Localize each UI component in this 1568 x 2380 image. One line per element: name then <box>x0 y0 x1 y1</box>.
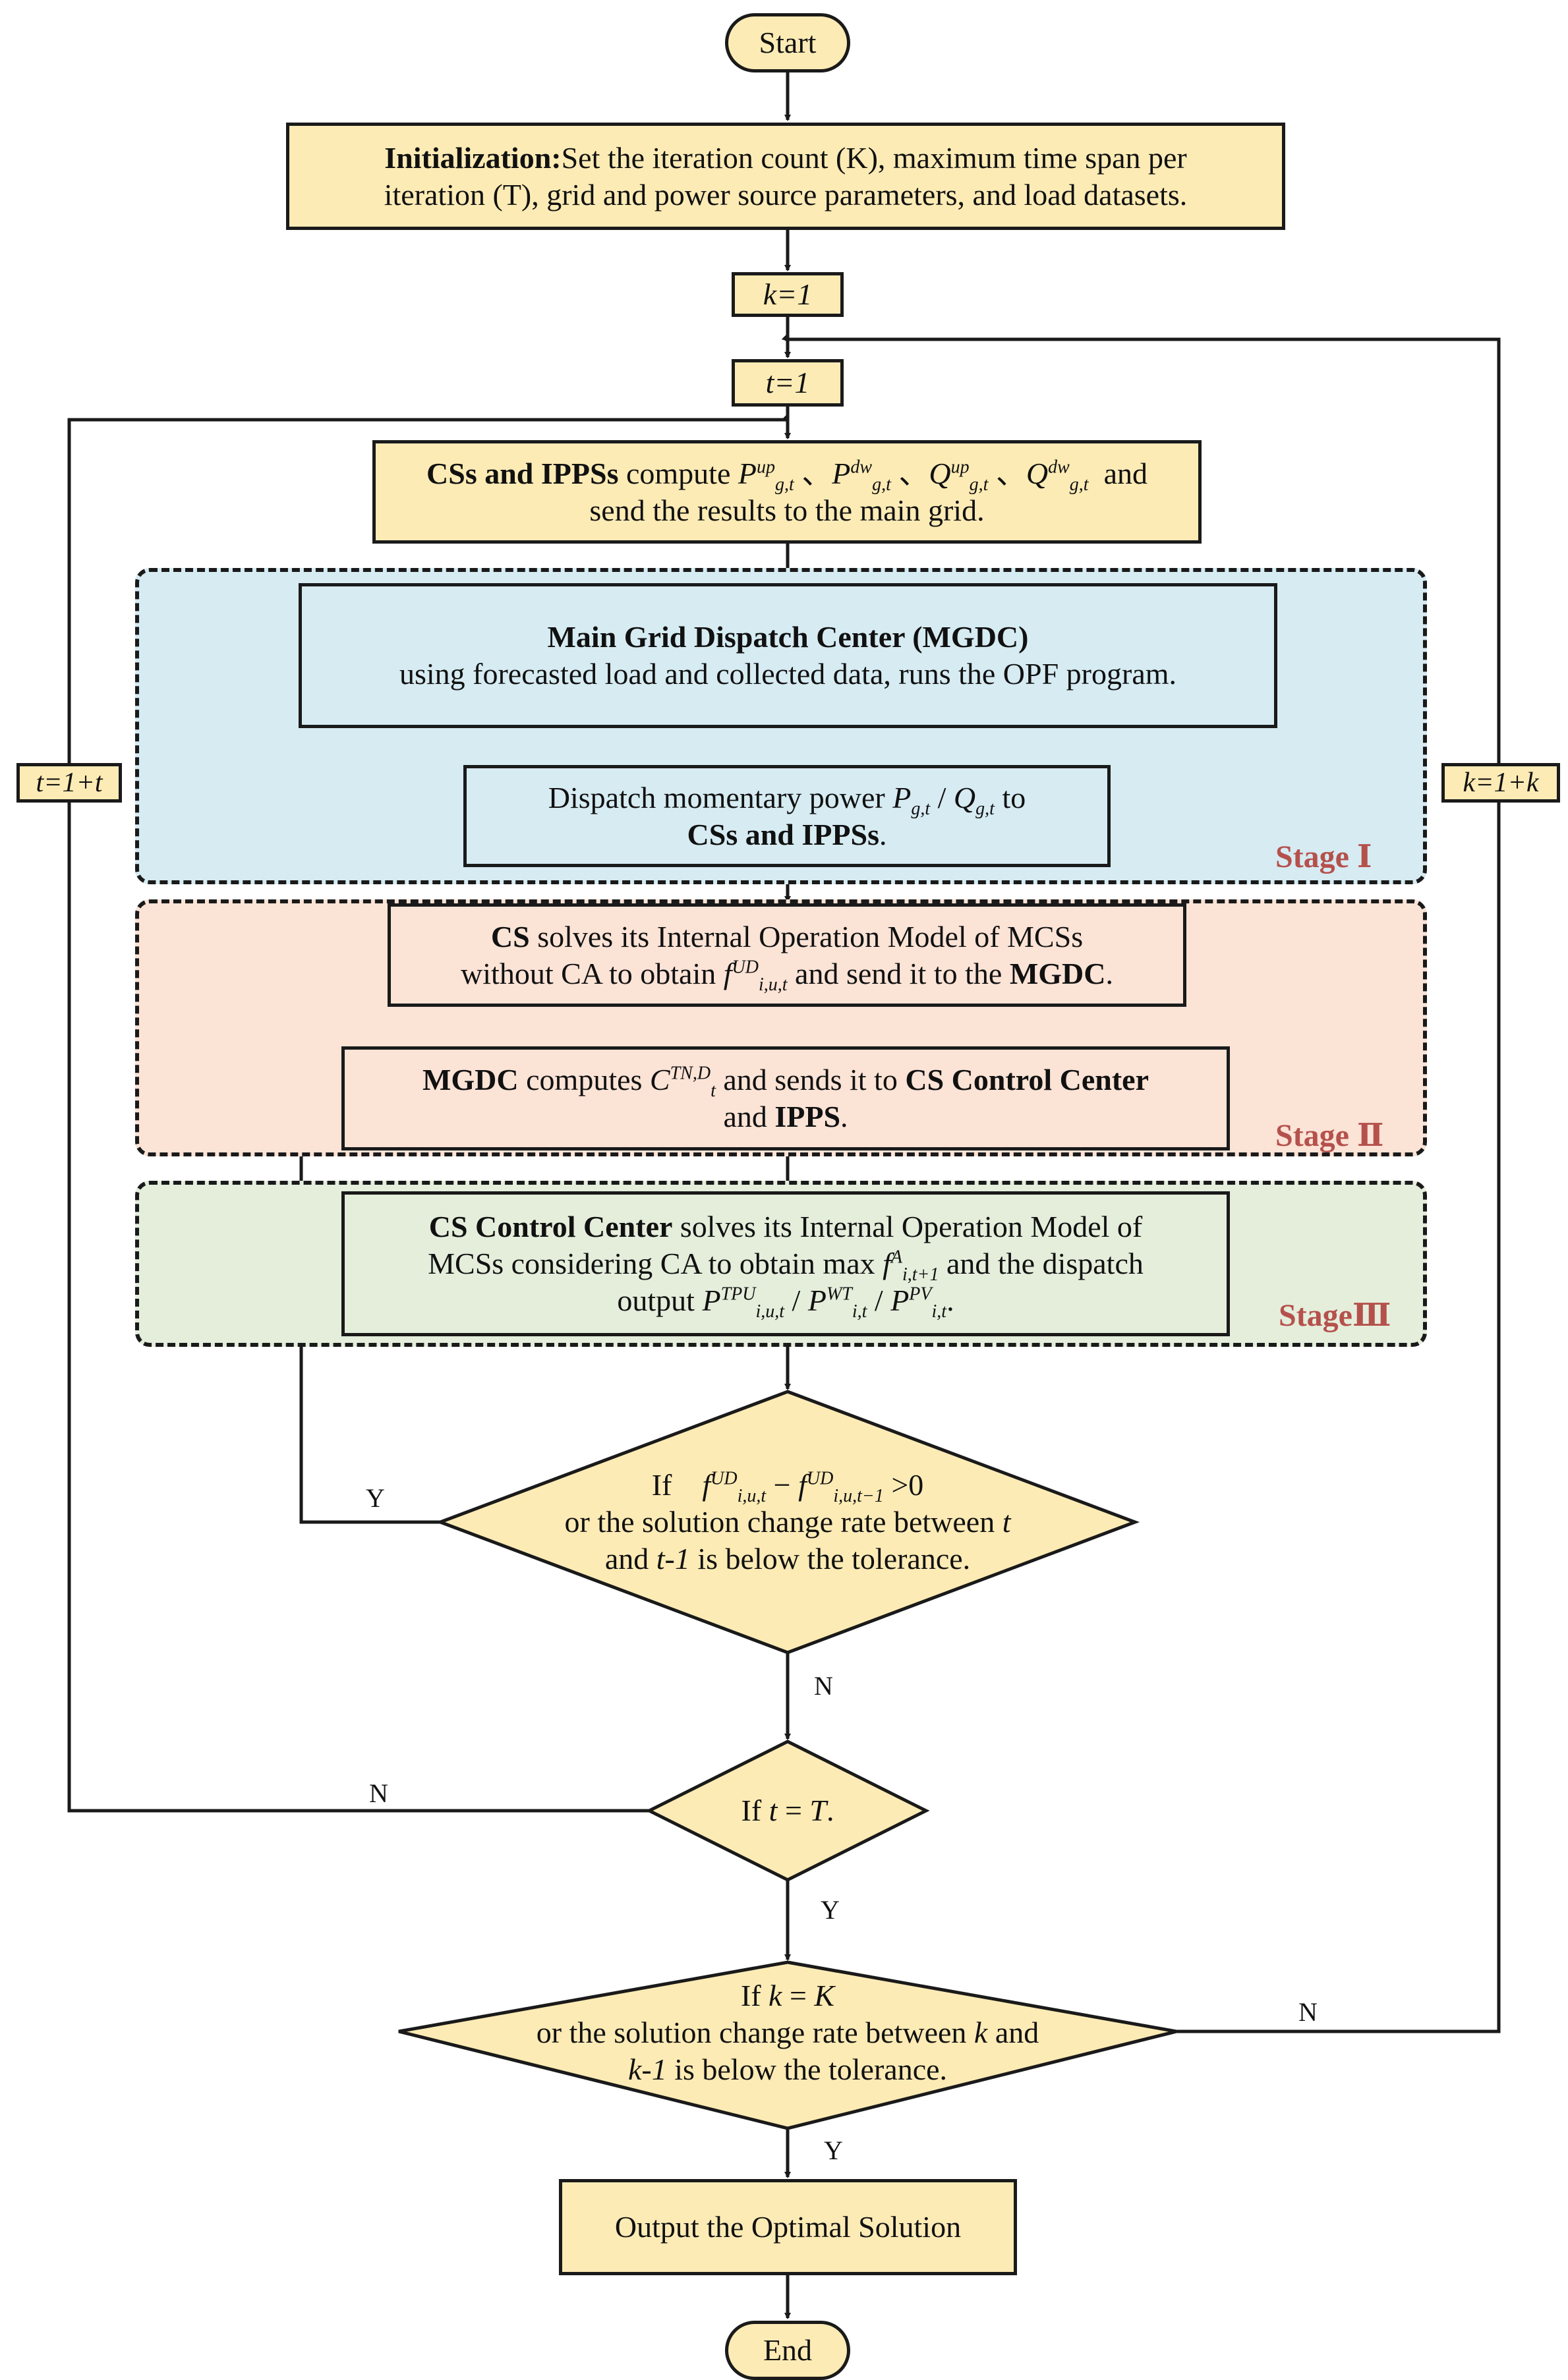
cs-compute-line-2: send the results to the main grid. <box>589 493 985 527</box>
k-init-box: k=1 <box>732 272 844 317</box>
init-line-2: iteration (T), grid and power source par… <box>384 177 1188 212</box>
cc-line-2: MCSs considering CA to obtain max fAi,t+… <box>428 1247 1144 1286</box>
d1-line-2: or the solution change rate between t <box>564 1505 1011 1539</box>
dispatch-line-1: Dispatch momentary power Pg,t / Qg,t to <box>548 780 1026 819</box>
d1-line-3: and t-1 is below the tolerance. <box>604 1542 971 1575</box>
edge-label-n-d1: N <box>814 1671 833 1701</box>
k-increment-label: k=1+k <box>1463 768 1539 798</box>
cs-solve-box: CS solves its Internal Operation Model o… <box>388 903 1186 1007</box>
t-increment-box: t=1+t <box>16 763 122 803</box>
end-node: End <box>725 2321 850 2380</box>
cs-compute-line-1: CSs and IPPSs compute Pupg,t 、Pdwg,t 、Qu… <box>426 456 1147 495</box>
decision-1-text: If fUDi,u,t − fUDi,u,t−1 >0 or the solut… <box>501 1450 1074 1595</box>
output-box: Output the Optimal Solution <box>559 2179 1017 2275</box>
mgdc-desc: using forecasted load and collected data… <box>399 657 1177 691</box>
output-label: Output the Optimal Solution <box>614 2210 962 2244</box>
cs-ipps-compute-box: CSs and IPPSs compute Pupg,t 、Pdwg,t 、Qu… <box>372 440 1202 544</box>
d3-line-2: or the solution change rate between k an… <box>536 2016 1039 2049</box>
start-node: Start <box>725 13 850 72</box>
d3-line-3: k-1 is below the tolerance. <box>627 2053 948 2086</box>
end-label: End <box>763 2333 813 2367</box>
t-init-label: t=1 <box>765 366 810 399</box>
d1-line-1: If fUDi,u,t − fUDi,u,t−1 >0 <box>651 1468 924 1507</box>
decision-2-text: If t = T. <box>685 1784 890 1837</box>
t-init-box: t=1 <box>732 359 844 407</box>
cc-line-3: output PTPUi,u,t / PWTi,t / PPVi,t. <box>617 1284 954 1322</box>
mgdc-title: Main Grid Dispatch Center (MGDC) <box>547 620 1029 654</box>
t-increment-label: t=1+t <box>36 768 103 798</box>
mgdc-box: Main Grid Dispatch Center (MGDC) using f… <box>299 583 1277 728</box>
cc-line-1: CS Control Center solves its Internal Op… <box>428 1210 1143 1243</box>
edge-label-n-d3: N <box>1298 1997 1318 2027</box>
mgdc-computes-line-1: MGDC computes CTN,Dt and sends it to CS … <box>422 1063 1149 1102</box>
initialization-box: Initialization:Set the iteration count (… <box>286 123 1285 230</box>
cs-solve-line-2: without CA to obtain fUDi,u,t and send i… <box>461 956 1113 995</box>
dispatch-box: Dispatch momentary power Pg,t / Qg,t to … <box>463 765 1111 867</box>
stage-1-label: Stage Ⅰ <box>1275 839 1372 874</box>
k-increment-box: k=1+k <box>1441 763 1560 803</box>
start-label: Start <box>759 26 817 59</box>
mgdc-computes-box: MGDC computes CTN,Dt and sends it to CS … <box>341 1046 1230 1150</box>
cs-solve-line-1: CS solves its Internal Operation Model o… <box>490 919 1084 953</box>
d3-line-1: If k = K <box>740 1979 835 2012</box>
decision-3-text: If k = K or the solution change rate bet… <box>461 1970 1114 2095</box>
k-init-label: k=1 <box>763 277 813 311</box>
stage-2-label: Stage Ⅱ <box>1275 1118 1384 1153</box>
mgdc-computes-line-2: and IPPS. <box>723 1100 848 1133</box>
edge-label-y-d2: Y <box>821 1895 840 1925</box>
d2-line: If t = T. <box>741 1794 834 1827</box>
edge-label-n-d2: N <box>369 1778 388 1808</box>
init-line-1: Initialization:Set the iteration count (… <box>384 140 1187 175</box>
edge-label-y-d3: Y <box>824 2136 843 2165</box>
stage-3-label: StageⅢ <box>1279 1298 1391 1333</box>
dispatch-line-2: CSs and IPPSs. <box>687 817 887 851</box>
control-center-box: CS Control Center solves its Internal Op… <box>341 1191 1230 1336</box>
edge-label-y-loop: Y <box>366 1483 385 1513</box>
